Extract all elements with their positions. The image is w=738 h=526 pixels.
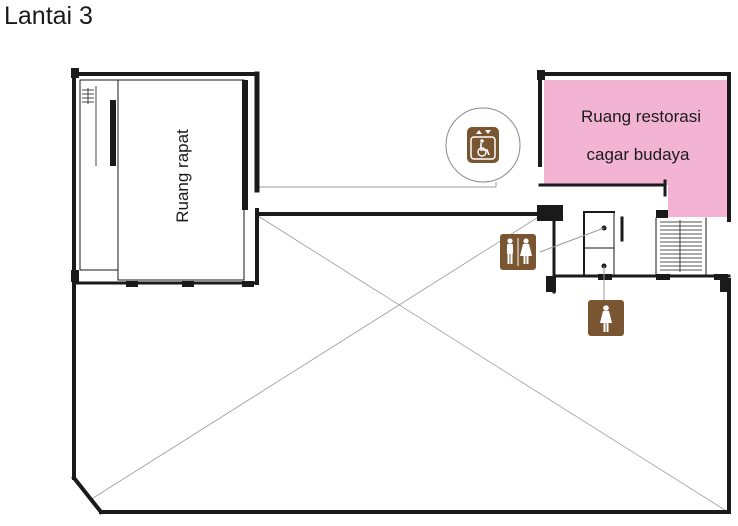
structural-columns [71,68,730,292]
female-restroom-icon[interactable] [588,300,624,336]
page-title: Lantai 3 [4,2,93,30]
staircase-left [82,86,97,166]
male-female-restroom-icon[interactable] [500,234,536,270]
elevator-callout[interactable] [445,107,521,183]
building-walls [71,68,731,515]
toilet-fixtures [601,225,607,269]
restoration-room-area[interactable] [544,80,727,217]
restoration-room-label-line1: Ruang restorasi [581,107,701,126]
restroom-leader-line [539,227,605,253]
restoration-room-label-line2: cagar budaya [586,145,690,164]
staircase-right [660,220,702,272]
meeting-room-label: Ruang rapat [173,129,192,223]
atrium-void-lines [89,215,729,513]
wheelchair-elevator-icon[interactable] [467,127,499,163]
